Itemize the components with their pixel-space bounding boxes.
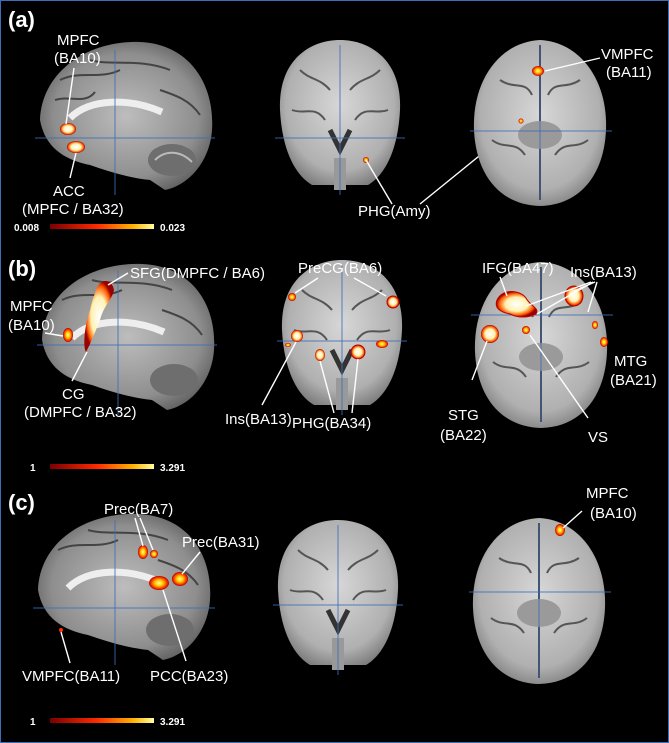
blob-c-vmpfc	[59, 628, 63, 632]
label-b-ba22: (BA22)	[440, 427, 487, 444]
label-b-sfg: SFG(DMPFC / BA6)	[130, 265, 265, 282]
label-b-mtg: MTG	[614, 353, 647, 370]
colorbar-c-min: 1	[30, 717, 36, 728]
blob-b-mtg	[600, 337, 608, 347]
label-c-mpfc: MPFC	[586, 485, 629, 502]
label-a-vmpfc: VMPFC	[601, 46, 654, 63]
label-a-acc: ACC	[53, 183, 85, 200]
label-b-precg: PreCG(BA6)	[298, 260, 382, 277]
panel-c-coronal-brain	[273, 520, 403, 675]
blob-c-prec7	[138, 545, 148, 559]
colorbar-c-max: 3.291	[160, 717, 185, 728]
colorbar-a-max: 0.023	[160, 223, 185, 234]
blob-b-sfg	[84, 281, 114, 352]
blob-b-small-left	[285, 343, 291, 347]
label-b-dmpfc-ba32: (DMPFC / BA32)	[24, 404, 137, 421]
blob-a-mpfc	[60, 123, 76, 135]
blob-c-pcc	[149, 576, 169, 590]
panel-b-sagittal-brain	[37, 263, 217, 415]
panel-b-coronal-brain	[277, 260, 407, 415]
blob-b-precg-right	[386, 295, 400, 309]
label-b-stg: STG	[448, 407, 479, 424]
blob-b-ifg	[495, 291, 538, 318]
blob-b-stg	[481, 325, 499, 343]
label-c-prec31: Prec(BA31)	[182, 534, 260, 551]
blob-b-ins-left	[291, 330, 303, 342]
label-c-prec7: Prec(BA7)	[104, 501, 173, 518]
panel-a-sagittal-brain	[35, 41, 215, 195]
colorbar-a-min: 0.008	[14, 223, 39, 234]
label-b-ins-right: Ins(BA13)	[570, 264, 637, 281]
label-b-mpfc: MPFC	[10, 298, 53, 315]
label-b-ins-left: Ins(BA13)	[225, 411, 292, 428]
label-a-phg-amy: PHG(Amy)	[358, 203, 431, 220]
label-a-mpfc-ba32: (MPFC / BA32)	[22, 201, 124, 218]
label-a-mpfc: MPFC	[57, 32, 100, 49]
panel-c-label: (c)	[8, 490, 35, 515]
panel-c-colorbar: 1 3.291	[30, 717, 185, 728]
blob-b-small-right	[376, 340, 388, 348]
label-a-ba10: (BA10)	[54, 50, 101, 67]
label-b-phg: PHG(BA34)	[292, 415, 371, 432]
label-b-vs: VS	[588, 429, 608, 446]
blob-a-acc	[67, 141, 85, 153]
blob-c-mpfc	[555, 524, 565, 536]
label-b-ba10: (BA10)	[8, 317, 55, 334]
label-b-ba21: (BA21)	[610, 372, 657, 389]
label-b-ifg: IFG(BA47)	[482, 260, 554, 277]
label-c-pcc: PCC(BA23)	[150, 668, 228, 685]
panel-c-sagittal-brain	[33, 513, 215, 665]
label-b-cg: CG	[62, 386, 85, 403]
blob-b-phg-right	[350, 344, 366, 360]
blob-b-phg-left	[315, 349, 325, 361]
blob-c-prec7b	[150, 550, 158, 558]
panel-a-colorbar: 0.008 0.023	[14, 223, 185, 234]
blob-b-vs	[522, 326, 530, 334]
colorbar-b-min: 1	[30, 463, 36, 474]
blob-b-precg-left	[288, 293, 296, 301]
panel-a-axial-brain	[470, 40, 612, 206]
panel-b-axial-brain	[471, 262, 613, 428]
label-a-ba11: (BA11)	[606, 64, 652, 81]
label-c-vmpfc: VMPFC(BA11)	[22, 668, 120, 685]
blob-b-small	[592, 321, 598, 329]
panel-b-colorbar: 1 3.291	[30, 463, 185, 474]
blob-b-mpfc	[63, 328, 73, 342]
colorbar-b-max: 3.291	[160, 463, 185, 474]
panel-a-coronal-brain	[275, 40, 405, 195]
panel-a-label: (a)	[8, 7, 35, 32]
label-c-ba10: (BA10)	[590, 505, 637, 522]
blob-a-amy	[518, 118, 524, 124]
panel-b-label: (b)	[8, 256, 36, 281]
blob-c-prec31	[172, 572, 188, 586]
blob-a-vmpfc	[532, 66, 544, 76]
panel-c-axial-brain	[469, 518, 611, 684]
